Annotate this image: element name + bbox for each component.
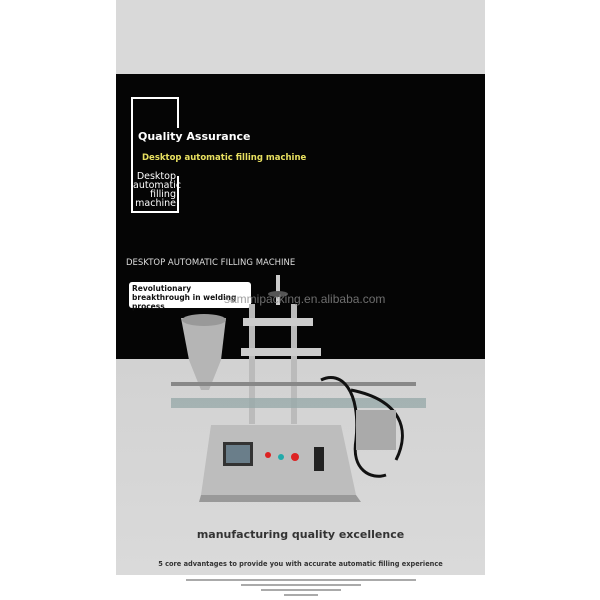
- frame-gap: [176, 128, 182, 176]
- callout-box: Revolutionary breakthrough in welding pr…: [129, 282, 251, 311]
- tagline: manufacturing quality excellence: [196, 528, 405, 541]
- watermark: sammipacking.en.alibaba.com: [224, 292, 386, 306]
- stacked-title: Desktop automatic filling machine: [133, 171, 182, 209]
- advantages-heading: 5 core advantages to provide you with ac…: [158, 560, 443, 568]
- caps-title: DESKTOP AUTOMATIC FILLING MACHINE: [126, 258, 296, 268]
- quality-assurance-title: Quality Assurance: [138, 130, 251, 143]
- stack-line: Desktop: [136, 171, 176, 182]
- fine-print-line: [186, 579, 416, 581]
- subtitle: Desktop automatic filling machine: [142, 153, 307, 163]
- fine-print-line: [241, 584, 361, 586]
- stack-line: filling: [150, 189, 176, 200]
- stack-line: machine: [135, 198, 176, 209]
- fine-print-line: [284, 594, 318, 596]
- fine-print-line: [261, 589, 341, 591]
- stack-line: automatic: [133, 180, 182, 191]
- filling-machine-image: [171, 275, 426, 502]
- product-poster: Quality Assurance Desktop automatic fill…: [116, 0, 485, 600]
